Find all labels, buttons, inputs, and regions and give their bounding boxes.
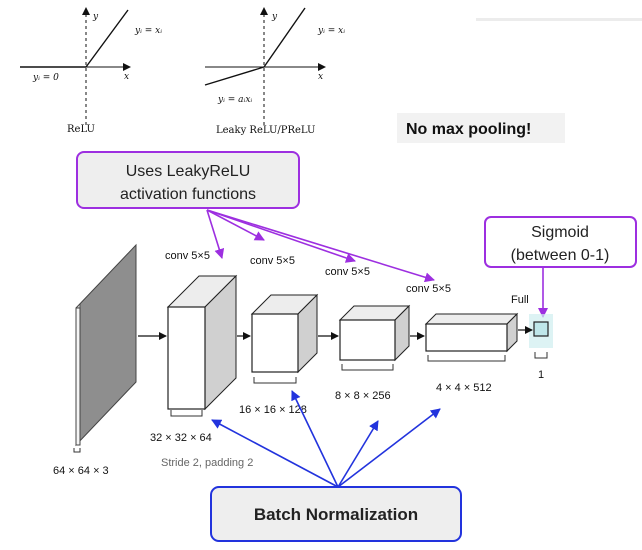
conv-layer-4 (424, 312, 519, 353)
leaky-relu-graph: y x yᵢ = xᵢ yᵢ = aᵢxᵢ Leaky ReLU/PReLU (204, 7, 345, 136)
batchnorm-arrows (211, 390, 441, 488)
bn-arrow-4 (337, 408, 441, 488)
stride-note: Stride 2, padding 2 (161, 457, 253, 469)
conv-label-1: conv 5×5 (165, 250, 210, 262)
relu-graph: y x yᵢ = xᵢ yᵢ = 0 ReLU (20, 7, 162, 135)
leaky-negative-line (204, 66, 265, 86)
relu-caption: ReLU (67, 124, 95, 135)
brace-layer-2 (253, 377, 297, 384)
brace-layer-1 (170, 410, 203, 417)
full-label: Full (511, 294, 529, 306)
batchnorm-callout (210, 486, 462, 542)
batchnorm-callout-text: Batch Normalization (254, 505, 418, 524)
conv-layer-1 (166, 274, 238, 411)
input-layer (75, 243, 137, 447)
leaky-neg-label: yᵢ = aᵢxᵢ (217, 95, 252, 105)
output-node (529, 314, 553, 348)
brace-layer-3 (341, 364, 394, 371)
brace-layer-4 (427, 355, 506, 362)
network: conv 5×5 conv 5×5 conv 5×5 conv 5×5 Full… (53, 243, 553, 477)
dim-layer-2: 16 × 16 × 128 (239, 404, 307, 416)
faint-divider (476, 18, 642, 21)
leaky-caption: Leaky ReLU/PReLU (216, 125, 315, 136)
relu-positive-line (85, 9, 129, 68)
conv-label-4: conv 5×5 (406, 283, 451, 295)
dim-input: 64 × 64 × 3 (53, 465, 109, 477)
relu-y-label: y (92, 12, 99, 22)
dim-layer-4: 4 × 4 × 512 (436, 382, 492, 394)
sigmoid-callout (484, 216, 637, 268)
leaky-positive-line (263, 7, 306, 68)
conv-layer-2 (250, 293, 319, 374)
leaky-arrow-1 (206, 209, 225, 259)
bn-arrow-1 (211, 419, 339, 488)
leaky-arrow-2 (206, 209, 265, 241)
relu-zero-label: yᵢ = 0 (32, 73, 59, 83)
brace-input (73, 448, 81, 453)
dim-output: 1 (538, 369, 544, 381)
brace-output (534, 352, 548, 359)
bn-arrow-3 (337, 420, 379, 488)
leakyrelu-callout-line1: Uses LeakyReLU (126, 163, 251, 180)
conv-label-2: conv 5×5 (250, 255, 295, 267)
leakyrelu-callout-line2: activation functions (120, 186, 256, 203)
leaky-arrow-3 (206, 209, 356, 263)
no-pooling-note-box (397, 113, 565, 143)
conv-layer-3 (338, 304, 411, 362)
leaky-y-label: y (271, 12, 278, 22)
bn-arrow-2 (291, 390, 339, 488)
conv-label-3: conv 5×5 (325, 266, 370, 278)
leaky-x-label: x (318, 72, 323, 82)
dim-layer-3: 8 × 8 × 256 (335, 390, 391, 402)
leakyrelu-arrows (206, 209, 435, 283)
leaky-line-label: yᵢ = xᵢ (317, 26, 345, 36)
relu-x-label: x (124, 72, 129, 82)
leakyrelu-callout (76, 151, 300, 209)
sigmoid-callout-line2: (between 0-1) (511, 247, 610, 264)
dim-layer-1: 32 × 32 × 64 (150, 432, 212, 444)
no-pooling-note: No max pooling! (406, 121, 531, 138)
sigmoid-callout-line1: Sigmoid (531, 224, 589, 241)
leaky-arrow-4 (206, 209, 435, 283)
relu-line-label: yᵢ = xᵢ (134, 26, 162, 36)
